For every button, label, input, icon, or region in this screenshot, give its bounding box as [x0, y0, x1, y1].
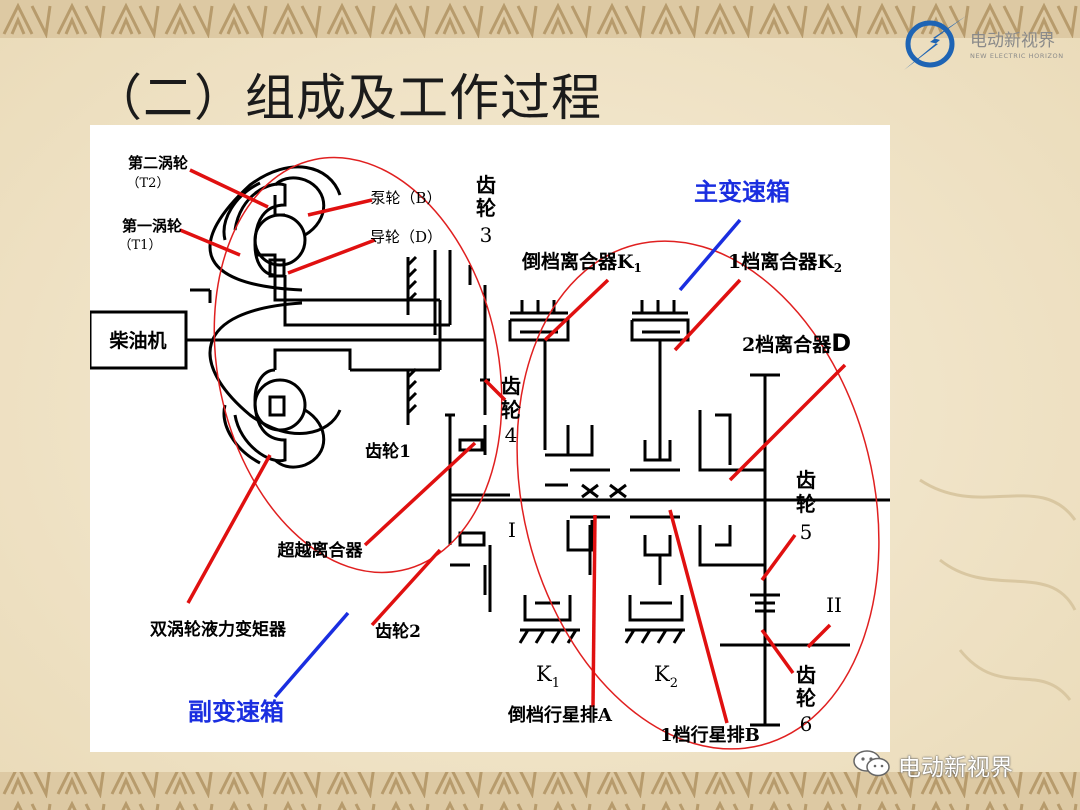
blue-pointer-lines	[273, 218, 742, 699]
wechat-icon	[853, 750, 890, 777]
gear6-char1: 齿	[796, 663, 816, 687]
bottom-pattern-band	[0, 772, 1080, 810]
gear5-number: 5	[800, 520, 813, 544]
first-clutch-label: 1档离合器K2	[728, 250, 842, 275]
second-turbine-code: （T2）	[127, 176, 170, 191]
brand-logo: 电动新视界 NEW ELECTRIC HORIZON	[900, 12, 1075, 72]
k2-brake-label: K2	[654, 662, 678, 691]
shaft-two-label: II	[826, 593, 842, 617]
stator-label: 导轮（D）	[370, 228, 442, 246]
lightning-circle-logo-icon	[904, 16, 966, 70]
gear3-number: 3	[480, 223, 493, 247]
aux-gearbox-outline	[213, 156, 503, 574]
logo-name: 电动新视界	[970, 31, 1055, 51]
overrunning-clutch-label: 超越离合器	[278, 540, 364, 561]
slide-title: （二）组成及工作过程	[92, 69, 602, 127]
pump-label: 泵轮（B）	[370, 189, 441, 207]
shaft-one-label: I	[508, 518, 516, 542]
top-pattern-band	[0, 0, 1080, 38]
logo-subtitle: NEW ELECTRIC HORIZON	[970, 52, 1064, 60]
watermark: 电动新视界	[852, 744, 1062, 784]
aux-gearbox-label: 副变速箱	[188, 697, 284, 726]
gear3-char1: 齿	[476, 173, 496, 197]
input-shaft-and-gears	[210, 250, 890, 612]
transmission-schematic: 柴油机	[90, 154, 890, 750]
gear5-char1: 齿	[796, 468, 816, 492]
first-turbine-code: （T1）	[119, 238, 162, 253]
torque-converter-label: 双涡轮液力变矩器	[150, 619, 287, 640]
gear5-char2: 轮	[796, 492, 816, 516]
first-turbine-label: 第一涡轮	[122, 217, 182, 235]
watermark-text: 电动新视界	[898, 755, 1013, 781]
first-planetary-label: 1档行星排B	[660, 724, 760, 746]
gear3-char2: 轮	[476, 196, 496, 220]
k1-brake-label: K1	[536, 662, 560, 691]
gear4-char2: 轮	[501, 398, 521, 422]
gear1-label: 齿轮1	[365, 441, 411, 462]
gear6-char2: 轮	[796, 686, 816, 710]
reverse-clutch-label: 倒档离合器K1	[521, 250, 642, 275]
second-turbine-label: 第二涡轮	[128, 154, 188, 172]
background-flourish	[919, 478, 1077, 701]
transmission-diagram-panel: 柴油机	[90, 125, 890, 752]
main-gearbox-drawing	[508, 300, 850, 727]
gear2-label: 齿轮2	[375, 621, 421, 642]
gear4-char1: 齿	[501, 374, 521, 398]
second-clutch-label: 2档离合器D	[742, 329, 851, 357]
gear4-number: 4	[505, 423, 518, 447]
red-pointer-lines	[179, 168, 847, 724]
diesel-engine-label: 柴油机	[108, 329, 166, 352]
gear6-number: 6	[800, 712, 813, 736]
reverse-planetary-label: 倒档行星排A	[507, 704, 613, 726]
main-gearbox-label: 主变速箱	[694, 177, 790, 206]
main-gearbox-outline	[516, 240, 880, 750]
